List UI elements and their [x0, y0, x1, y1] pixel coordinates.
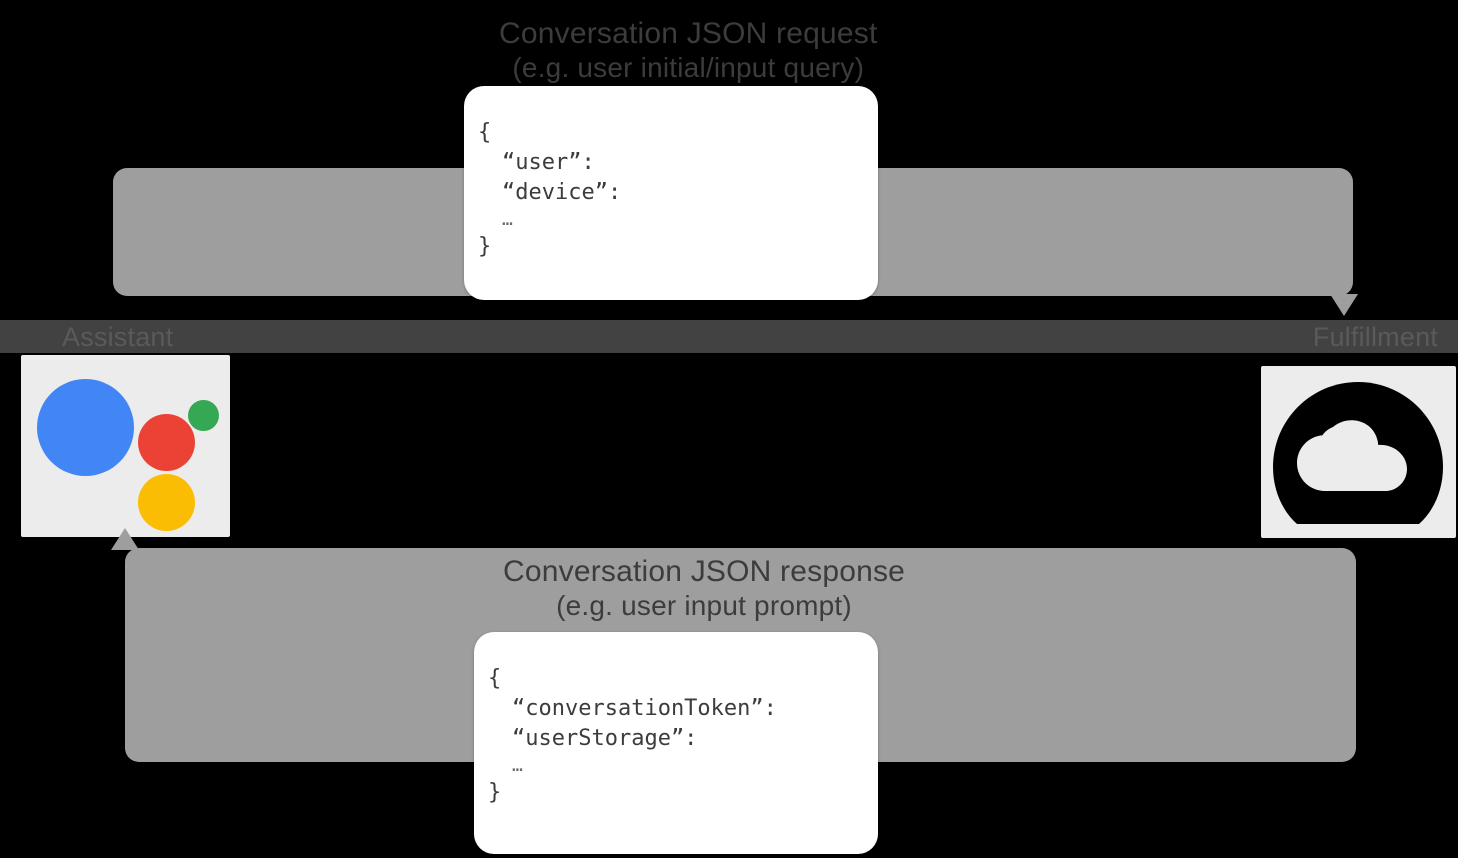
assistant-label: Assistant — [62, 322, 174, 352]
assistant-yellow-dot-icon — [138, 474, 195, 531]
actor-lane — [0, 320, 1458, 353]
json-open-brace: { — [478, 120, 492, 145]
response-caption-line2: (e.g. user input prompt) — [556, 590, 852, 622]
json-key: “device”: — [502, 179, 622, 205]
assistant-green-dot-icon — [188, 400, 219, 431]
response-json-card: { “conversationToken”: “userStorage”: … … — [474, 632, 878, 854]
json-open-brace: { — [488, 666, 502, 691]
request-flow-caption: Conversation JSON request (e.g. user ini… — [499, 16, 878, 84]
json-close-brace: } — [488, 780, 502, 806]
assistant-red-dot-icon — [138, 414, 195, 471]
arrow-down-icon — [1330, 294, 1358, 316]
response-flow-caption: Conversation JSON response (e.g. user in… — [503, 554, 905, 622]
fulfillment-label: Fulfillment — [1312, 322, 1438, 352]
cloud-functions-icon — [1273, 382, 1443, 524]
json-key: “userStorage”: — [512, 725, 698, 751]
json-ellipsis: … — [512, 754, 523, 776]
json-key: “conversationToken”: — [512, 695, 777, 721]
arrow-up-icon — [111, 528, 139, 550]
json-ellipsis: … — [502, 208, 513, 230]
request-caption-line2: (e.g. user initial/input query) — [512, 52, 865, 84]
json-key: “user”: — [502, 149, 595, 175]
request-caption-line1: Conversation JSON request — [499, 17, 878, 50]
request-json-card: { “user”: “device”: … } — [464, 86, 878, 300]
response-caption-line1: Conversation JSON response — [503, 555, 906, 588]
json-close-brace: } — [478, 234, 492, 260]
assistant-blue-dot-icon — [37, 379, 134, 476]
